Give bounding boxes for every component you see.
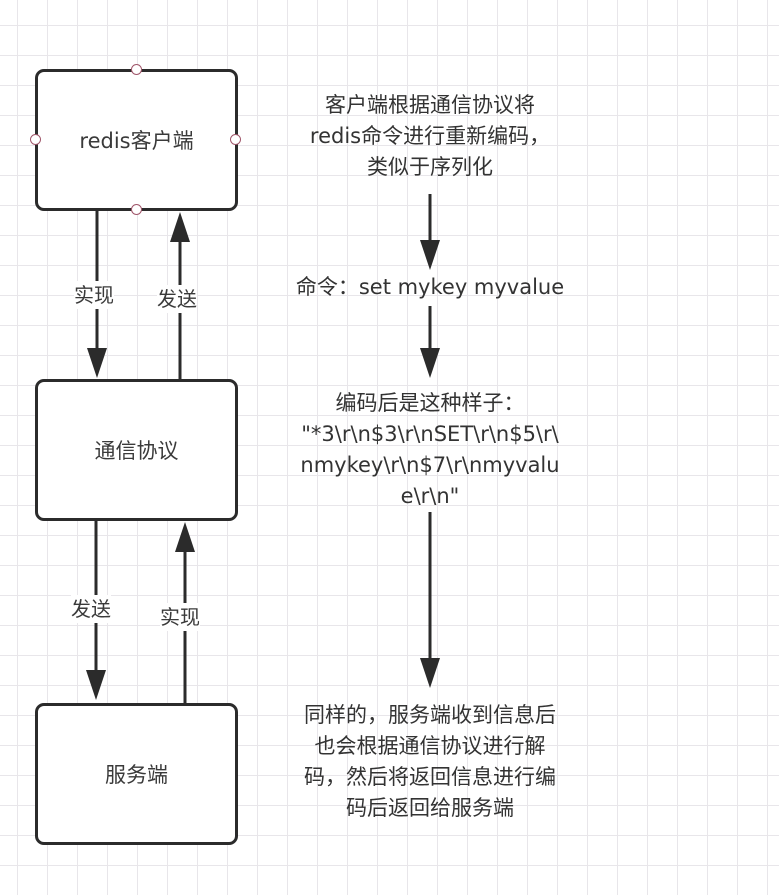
connection-port-left[interactable]: [30, 134, 41, 145]
arrowhead-down-icon: [86, 670, 106, 700]
note-line: 同样的，服务端收到信息后: [304, 703, 556, 727]
note-encode-description: 客户端根据通信协议将 redis命令进行重新编码， 类似于序列化: [280, 90, 580, 183]
note-line: 类似于序列化: [367, 155, 493, 179]
note-line: "*3\r\n$3\r\nSET\r\n$5\r\: [301, 422, 559, 446]
arrowhead-down-icon: [87, 348, 107, 378]
note-encoded-result: 编码后是这种样子： "*3\r\n$3\r\nSET\r\n$5\r\ nmyk…: [270, 388, 590, 512]
connection-port-bottom[interactable]: [131, 204, 142, 215]
note-line: nmykey\r\n$7\r\nmyvalu: [300, 453, 560, 477]
node-label: redis客户端: [79, 129, 194, 153]
note-line: 也会根据通信协议进行解: [314, 734, 546, 758]
note-server-description: 同样的，服务端收到信息后 也会根据通信协议进行解 码，然后将返回信息进行编 码后…: [270, 700, 590, 824]
arrowhead-down-icon: [420, 240, 440, 270]
node-label: 通信协议: [94, 439, 179, 463]
note-line: e\r\n": [400, 484, 460, 508]
note-line: redis命令进行重新编码，: [309, 124, 551, 148]
arrowhead-down-icon: [420, 658, 440, 688]
arrow-note-to-command: [420, 194, 440, 270]
node-label: 服务端: [105, 763, 168, 787]
arrowhead-up-icon: [170, 212, 190, 242]
node-redis-client[interactable]: redis客户端: [35, 69, 238, 211]
node-server[interactable]: 服务端: [35, 703, 238, 845]
note-command: 命令：set mykey myvalue: [295, 275, 565, 299]
arrow-command-to-encoded: [420, 306, 440, 378]
note-line: 码后返回给服务端: [346, 796, 514, 820]
connection-port-top[interactable]: [131, 64, 142, 75]
edge-label-server-to-protocol: 实现: [160, 603, 200, 631]
arrowhead-down-icon: [420, 348, 440, 378]
connection-port-right[interactable]: [230, 134, 241, 145]
edge-label-protocol-to-client: 发送: [157, 285, 197, 313]
note-line: 码，然后将返回信息进行编: [304, 765, 556, 789]
arrow-encoded-to-server-note: [420, 512, 440, 688]
node-protocol[interactable]: 通信协议: [35, 379, 238, 521]
arrowhead-up-icon: [175, 522, 195, 552]
note-line: 客户端根据通信协议将: [325, 93, 535, 117]
note-line: 编码后是这种样子：: [335, 391, 525, 415]
edge-label-client-to-protocol: 实现: [74, 281, 114, 309]
edge-label-protocol-to-server: 发送: [71, 595, 111, 623]
